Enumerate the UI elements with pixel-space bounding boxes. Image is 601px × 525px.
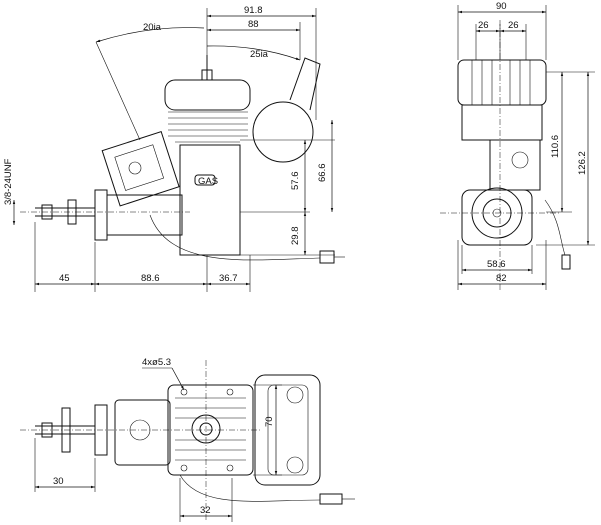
- dim-half-right: 26: [508, 20, 519, 31]
- side-view: 91.8 88 20ia 25ia GAS: [3, 5, 345, 292]
- dim-height-66: 66.6: [317, 164, 328, 183]
- dim-depth-70: 70: [264, 416, 275, 427]
- dim-left-30: 30: [53, 476, 64, 487]
- carburetor: [101, 130, 180, 207]
- front-view: 90 26 26: [440, 1, 595, 290]
- dim-overall-width: 91.8: [244, 5, 263, 16]
- dim-base-88: 88.6: [141, 273, 160, 284]
- cylinder-fins: [168, 111, 248, 143]
- top-fins: [175, 397, 246, 461]
- dim-width-82: 82: [496, 273, 507, 284]
- dim-width-58: 58.6: [487, 259, 506, 270]
- dim-angle-right: 25ia: [250, 49, 269, 60]
- dim-head-width: 88: [248, 19, 259, 30]
- dim-base-45: 45: [59, 273, 70, 284]
- dim-height-29: 29.8: [290, 227, 301, 246]
- dim-half-left: 26: [478, 20, 489, 31]
- dim-top-width: 90: [496, 1, 507, 12]
- dim-holes: 4xø5.3: [142, 357, 171, 368]
- top-view: 4xø5.3 70 30 32: [20, 357, 355, 522]
- dim-bottom-32: 32: [200, 505, 211, 516]
- dim-angle-left: 20ia: [143, 22, 162, 33]
- dim-height-57: 57.6: [290, 172, 301, 191]
- svg-text:GAS: GAS: [198, 176, 218, 187]
- dim-height-126: 126.2: [577, 151, 588, 175]
- dim-thread: 3/8-24UNF: [3, 158, 14, 205]
- dim-base-36: 36.7: [219, 273, 238, 284]
- dim-height-110: 110.6: [550, 135, 561, 158]
- front-fins: [471, 60, 531, 105]
